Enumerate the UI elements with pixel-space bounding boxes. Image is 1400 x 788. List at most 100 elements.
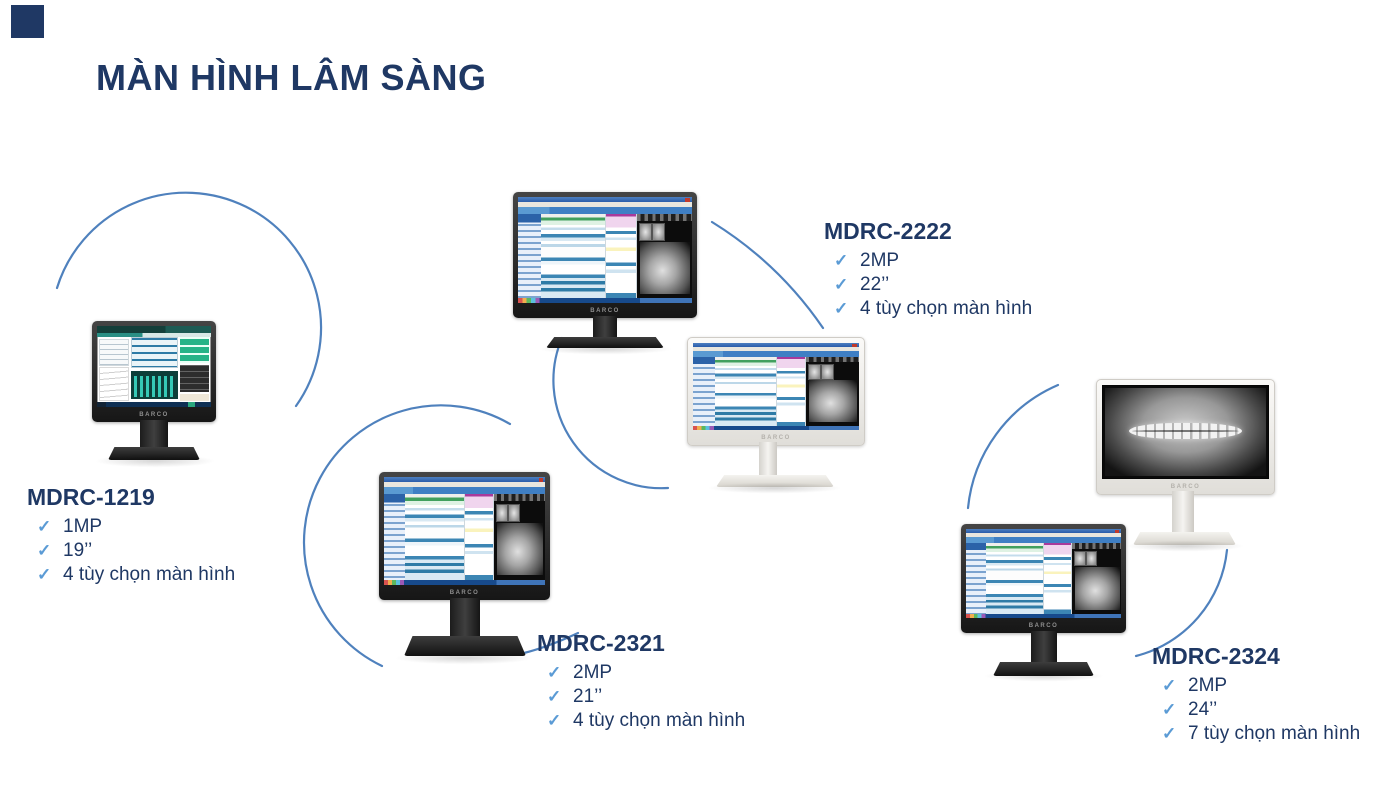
arc-center [302,404,512,668]
xray-thumbnail [638,223,652,242]
emr-xray-panel [1071,543,1121,614]
xray-info-strip [636,213,692,221]
emr-menubar [518,202,692,207]
list-panel [99,338,129,366]
emr-menubar [966,533,1121,537]
spec-label: 4 tùy chọn màn hình [63,564,236,585]
emr-titlebar [693,343,859,348]
spec-label: 4 tùy chọn màn hình [573,710,746,731]
taskbar [693,425,859,430]
close-icon [685,198,691,202]
app-header [97,326,211,334]
app-left-column [99,338,129,401]
monitor-stand-base [1133,532,1236,545]
emr-form [404,494,466,580]
monitor-bezel: BARCO [379,472,550,600]
arc-left [55,191,323,408]
page-title: MÀN HÌNH LÂM SÀNG [96,57,487,98]
close-icon [538,478,544,482]
check-icon: ✓ [834,299,849,318]
emr-sidebar [384,494,405,580]
monitor-bezel: BARCO [961,524,1126,633]
monitor-shadow [979,670,1109,682]
emr-toolbar [384,486,545,495]
xray-thumbnail [820,364,834,380]
arc-top-right [710,220,825,330]
emr-menubar [693,347,859,351]
monitor-bezel: BARCO [687,337,865,446]
spec-item: ✓ 7 tùy chọn màn hình [1152,723,1360,747]
emr-detail-column [465,494,494,580]
emr-sidebar [518,213,541,298]
emr-form [986,543,1045,614]
product-block-mdrc-1219: MDRC-1219 ✓ 1MP ✓ 19’’ ✓ 4 tùy chọn màn … [27,484,235,588]
xray-info-strip [1071,543,1121,549]
app-center-column [131,337,178,400]
emr-body [384,494,545,580]
check-icon: ✓ [37,517,52,536]
arc-right-upper [966,383,1060,510]
check-icon: ✓ [37,541,52,560]
monitor-stand-base [546,337,664,348]
spec-item: ✓ 21’’ [537,686,745,710]
emr-titlebar [966,529,1121,534]
monitor-shadow [90,454,220,468]
brand-logo: BARCO [1170,484,1201,490]
emr-xray-panel [806,356,859,426]
close-icon [1114,529,1120,533]
check-icon: ✓ [547,663,562,682]
emr-screenshot [693,343,859,430]
chest-xray-image [639,242,691,294]
clinical-app-screenshot [97,326,211,407]
spec-label: 22’’ [860,274,890,295]
emr-detail-column [1044,543,1072,614]
emr-xray-panel [493,494,545,580]
monitor-stand-neck [140,420,168,448]
spec-label: 1MP [63,516,103,537]
xray-thumbnail [808,364,821,380]
corner-accent [11,5,44,38]
product-block-mdrc-2324: MDRC-2324 ✓ 2MP ✓ 24’’ ✓ 7 tùy chọn màn … [1152,643,1360,747]
xray-info-strip [493,494,545,502]
monitor-stand-base [404,636,526,656]
check-icon: ✓ [547,687,562,706]
spec-item: ✓ 4 tùy chọn màn hình [27,564,235,588]
app-subheader [97,333,211,338]
spec-label: 2MP [1188,675,1228,696]
spec-item: ✓ 4 tùy chọn màn hình [824,298,1032,322]
taskbar [384,579,545,585]
xray-info-strip [806,356,859,363]
emr-detail-column [776,356,807,426]
product-name: MDRC-2321 [537,630,665,656]
emr-titlebar [384,477,545,483]
monitor-stand-base [716,475,834,487]
product-name: MDRC-1219 [27,484,155,510]
green-panel [180,337,209,363]
dark-panel [180,365,209,392]
emr-sidebar [966,543,987,614]
chest-xray-image [496,523,544,576]
sketch-panel [99,366,129,401]
table-rows [131,337,178,369]
spec-item: ✓ 2MP [1152,675,1360,699]
monitor-stand-base [993,662,1094,676]
brand-logo: BARCO [761,435,791,441]
emr-form [540,213,606,298]
monitor-shadow [1121,540,1249,552]
emr-detail-column [605,213,637,298]
emr-screenshot [518,197,692,303]
brand-logo: BARCO [1028,623,1059,629]
emr-toolbar [693,350,859,357]
emr-toolbar [518,206,692,214]
emr-form [714,356,777,426]
product-name: MDRC-2222 [824,218,952,244]
emr-titlebar [518,197,692,203]
check-icon: ✓ [37,565,52,584]
monitor-shadow [533,343,678,355]
emr-body [693,356,859,426]
emr-xray-panel [636,213,692,298]
emr-body [966,543,1121,614]
histogram-bars [133,375,176,398]
